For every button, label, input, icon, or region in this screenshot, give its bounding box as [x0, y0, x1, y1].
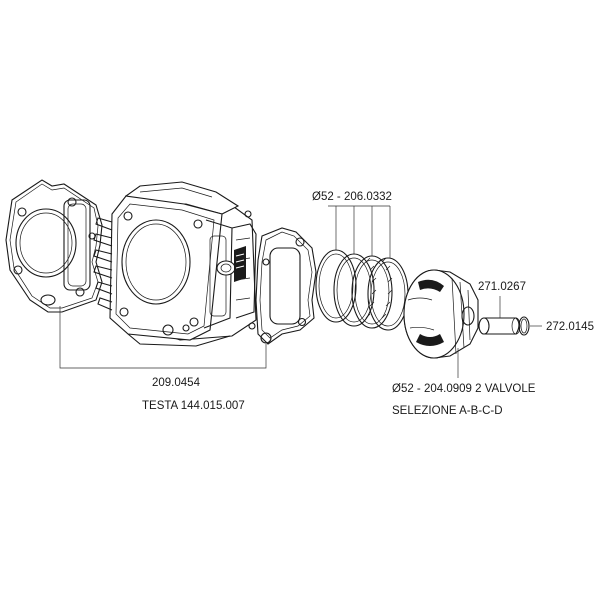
base-gasket	[5, 179, 103, 313]
piston-rings	[315, 249, 409, 331]
label-pin: 271.0267	[478, 281, 526, 293]
circlip	[518, 316, 530, 336]
label-piston-selection: SELEZIONE A-B-C-D	[392, 405, 503, 417]
label-rings: Ø52 - 206.0332	[312, 191, 392, 203]
piston-pin	[478, 317, 521, 335]
leader-rings	[328, 205, 391, 258]
label-clip: 272.0145	[546, 321, 594, 333]
label-gasket-set: 209.0454	[152, 377, 201, 389]
head-gasket	[255, 227, 317, 345]
leader-gasket-set	[59, 306, 267, 369]
label-piston: Ø52 - 204.0909 2 VALVOLE	[392, 383, 536, 395]
cylinder-block	[93, 181, 257, 347]
label-head: TESTA 144.015.007	[142, 400, 245, 412]
piston	[403, 269, 479, 359]
